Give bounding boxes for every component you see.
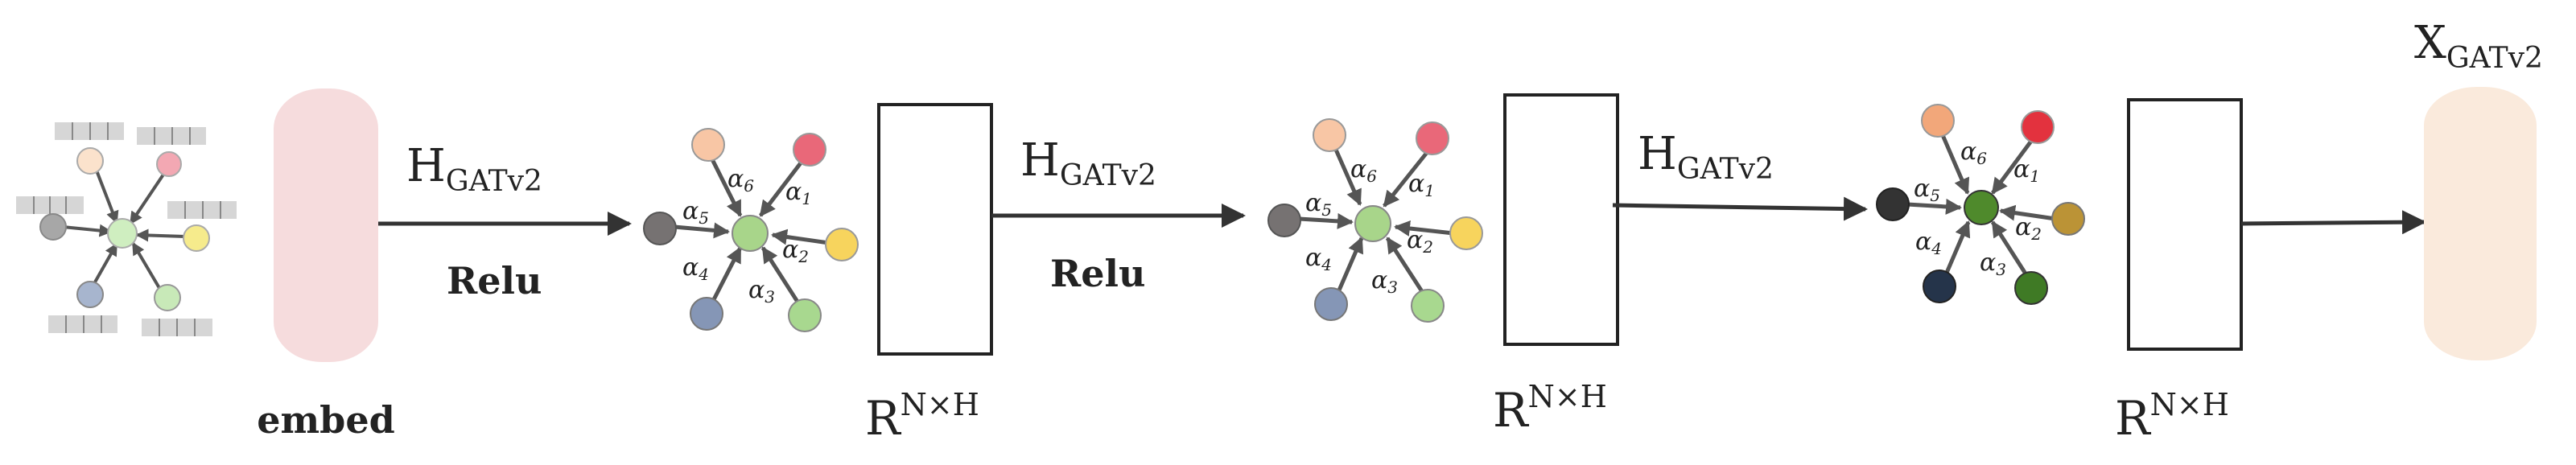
graph-node	[107, 218, 138, 249]
graph-node	[39, 213, 67, 241]
matrix-box	[2127, 98, 2243, 351]
attention-graph-2: α1 α2 α3 α4 α5 α6	[1267, 118, 1483, 323]
feature-bar	[167, 201, 237, 219]
graph-node	[691, 128, 725, 162]
graph-node	[788, 298, 822, 332]
alpha-label: α1	[2013, 155, 2040, 186]
feature-bar	[137, 127, 206, 145]
graph-node	[1313, 118, 1346, 152]
alpha-label: α6	[1960, 138, 1987, 168]
flow-arrow	[1612, 196, 1868, 221]
graph-node	[183, 224, 210, 252]
alpha-label: α3	[1371, 266, 1398, 297]
graph-node	[643, 212, 677, 245]
graph-node	[1876, 187, 1910, 221]
graph-node	[825, 228, 859, 261]
graph-node	[1921, 104, 1955, 138]
graph-node	[76, 147, 104, 175]
graph-node	[1416, 121, 1449, 155]
graph-node	[690, 297, 723, 331]
matrix-box	[877, 103, 993, 356]
graph-node	[156, 151, 182, 177]
alpha-label: α3	[1980, 249, 2006, 279]
alpha-label: α4	[1915, 228, 1942, 258]
graph-node	[154, 284, 181, 311]
feature-bar	[16, 196, 84, 214]
feature-bar	[48, 315, 117, 333]
flow-arrow	[2240, 210, 2426, 235]
graph-node	[1314, 287, 1348, 321]
matrix-label: RN×H	[2115, 387, 2229, 446]
alpha-label: α6	[727, 165, 754, 195]
graph-node	[1411, 289, 1445, 323]
graph-node	[2014, 271, 2048, 305]
graph-node	[1923, 270, 1956, 303]
h-gatv2-label: HGATv2	[1638, 128, 1774, 186]
alpha-label: α4	[1305, 244, 1332, 274]
output-cylinder	[2424, 87, 2537, 360]
alpha-label: α6	[1350, 155, 1377, 186]
feature-bar	[142, 319, 212, 336]
feature-bar	[55, 122, 124, 140]
relu-label: Relu	[1050, 252, 1145, 295]
h-gatv2-label: HGATv2	[1020, 134, 1156, 192]
alpha-label: α2	[1407, 226, 1433, 257]
graph-node	[1449, 216, 1483, 250]
alpha-label: α4	[682, 253, 709, 284]
matrix-label: RN×H	[865, 387, 979, 446]
alpha-label: α1	[1408, 170, 1435, 200]
alpha-label: α5	[682, 197, 709, 228]
alpha-label: α5	[1305, 189, 1332, 220]
h-gatv2-label: HGATv2	[406, 140, 542, 198]
matrix-box	[1503, 93, 1619, 346]
graph-node	[793, 133, 826, 167]
attention-graph-1: α1 α2 α3 α4 α5 α6	[643, 128, 859, 332]
graph-center-node	[1354, 205, 1391, 242]
graph-center-node	[1964, 190, 1999, 225]
graph-node	[1267, 204, 1301, 237]
attention-graph-3: α1 α2 α3 α4 α5 α6	[1876, 104, 2085, 305]
graph-center-node	[732, 215, 769, 252]
embed-label: embed	[257, 398, 395, 442]
alpha-label: α5	[1914, 175, 1940, 205]
alpha-label: α3	[748, 276, 775, 307]
graph-node	[76, 281, 104, 308]
matrix-label: RN×H	[1493, 379, 1607, 438]
alpha-label: α1	[785, 178, 812, 208]
relu-label: Relu	[447, 259, 542, 302]
alpha-label: α2	[782, 236, 809, 266]
x-gatv2-label: XGATv2	[2414, 17, 2543, 75]
graph-node	[2021, 110, 2055, 144]
embed-cylinder	[274, 88, 378, 362]
input-graph	[16, 122, 237, 336]
alpha-label: α2	[2015, 213, 2042, 244]
graph-node	[2051, 202, 2085, 236]
